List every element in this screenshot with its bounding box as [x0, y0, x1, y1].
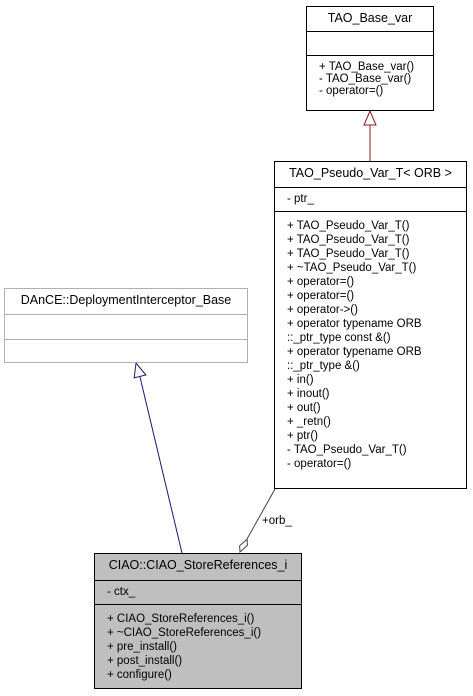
- attributes-section: [307, 31, 433, 55]
- method-item: - TAO_Base_var(): [319, 73, 412, 86]
- method-item: + TAO_Base_var(): [319, 61, 415, 73]
- method-item: ::_ptr_type const &(): [287, 332, 391, 344]
- method-item: + operator=(): [287, 290, 355, 302]
- method-item: + TAO_Pseudo_Var_T(): [287, 220, 410, 232]
- attribute-item: - ctx_: [107, 586, 136, 598]
- composition-edge-orb: [246, 488, 276, 540]
- inheritance-arrowhead-interceptor: [133, 361, 147, 379]
- composition-label: +orb_: [262, 515, 292, 527]
- attributes-section: [5, 314, 247, 339]
- inheritance-arrowhead-base-var: [363, 109, 377, 126]
- method-item: + operator typename ORB: [287, 346, 422, 358]
- method-item: + in(): [287, 374, 314, 386]
- methods-section: + TAO_Pseudo_Var_T() + TAO_Pseudo_Var_T(…: [275, 211, 466, 473]
- class-deployment-interceptor-base: DAnCE::DeploymentInterceptor_Base: [4, 288, 248, 363]
- method-item: + TAO_Pseudo_Var_T(): [287, 248, 410, 260]
- class-tao-base-var: TAO_Base_var + TAO_Base_var() - TAO_Base…: [306, 6, 434, 111]
- attribute-item: - ptr_: [287, 193, 314, 205]
- method-item: ::_ptr_type &(): [287, 360, 360, 372]
- method-item: - TAO_Pseudo_Var_T(): [287, 444, 407, 456]
- class-name: DAnCE::DeploymentInterceptor_Base: [20, 293, 232, 307]
- method-item: - operator=(): [319, 85, 384, 98]
- inheritance-edge-store-refs-to-interceptor: [139, 376, 183, 554]
- method-item: + post_install(): [107, 655, 183, 667]
- class-name: TAO_Base_var: [327, 11, 413, 25]
- class-name: TAO_Pseudo_Var_T< ORB >: [289, 166, 452, 180]
- method-item: + pre_install(): [107, 641, 177, 653]
- class-tao-pseudo-var: TAO_Pseudo_Var_T< ORB > - ptr_ + TAO_Pse…: [274, 161, 467, 489]
- method-item: + inout(): [287, 388, 330, 400]
- attributes-section: - ptr_: [275, 187, 466, 211]
- method-item: - operator=(): [287, 458, 352, 470]
- methods-section: + CIAO_StoreReferences_i() + ~CIAO_Store…: [95, 604, 301, 684]
- method-item: + operator->(): [287, 304, 358, 316]
- class-ciao-store-references: CIAO::CIAO_StoreReferences_i - ctx_ + CI…: [94, 553, 302, 689]
- method-item: + configure(): [107, 669, 172, 681]
- method-item: + out(): [287, 402, 321, 414]
- method-item: + TAO_Pseudo_Var_T(): [287, 234, 410, 246]
- methods-section: [5, 339, 247, 362]
- composition-diamond: [239, 538, 248, 554]
- method-item: + ~TAO_Pseudo_Var_T(): [287, 262, 417, 274]
- method-item: + CIAO_StoreReferences_i(): [107, 613, 255, 625]
- method-item: + operator=(): [287, 276, 355, 288]
- class-name: CIAO::CIAO_StoreReferences_i: [108, 558, 288, 572]
- attributes-section: - ctx_: [95, 580, 301, 604]
- method-item: + _retn(): [287, 416, 331, 428]
- methods-section: + TAO_Base_var() - TAO_Base_var() - oper…: [307, 55, 433, 100]
- method-item: + operator typename ORB: [287, 318, 422, 330]
- method-item: + ~CIAO_StoreReferences_i(): [107, 627, 262, 639]
- method-item: + ptr(): [287, 430, 318, 442]
